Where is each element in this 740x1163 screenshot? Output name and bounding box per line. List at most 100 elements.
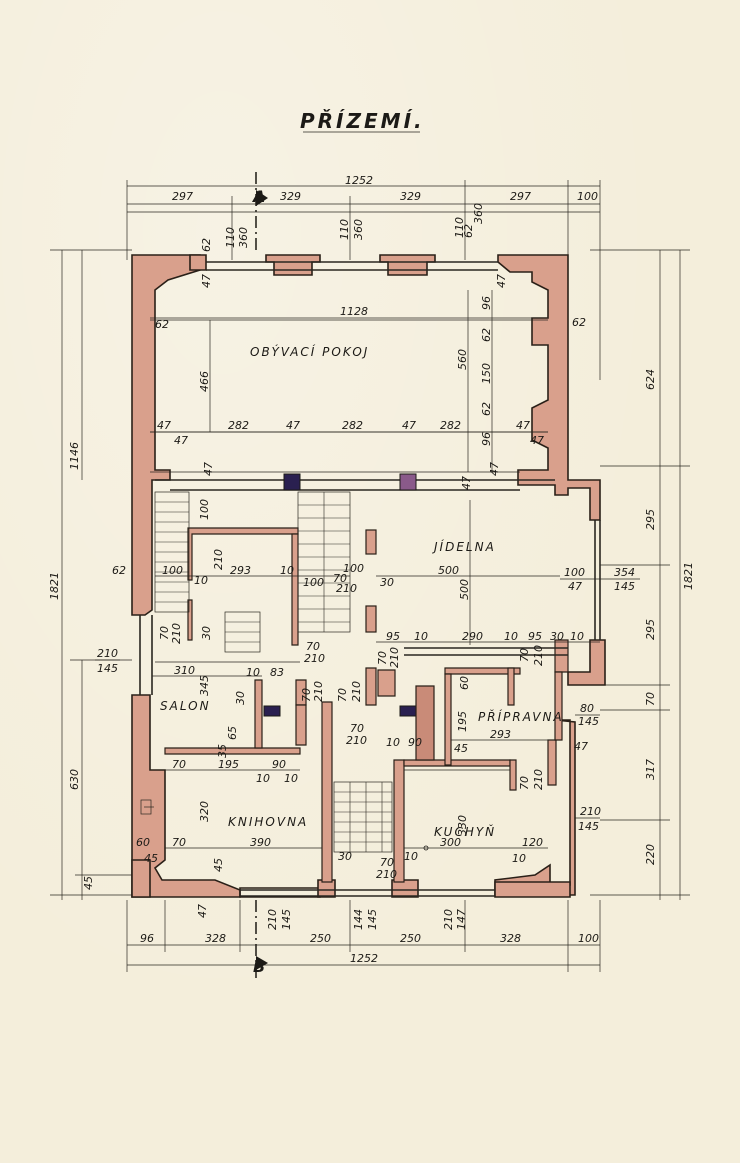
dim-hall-210: 210 [336,582,357,595]
room-label-dining: JÍDELNA [432,539,496,554]
dim-left-outer: 1821 [48,572,61,600]
staircase-basement [224,611,393,853]
dim-pantry-45: 45 [454,742,468,755]
bottom-dimensions: 96 328 250 250 328 100 1252 210 145 144 … [126,900,601,972]
dim-right-317: 317 [644,759,657,780]
dim-bay-1: 282 [228,419,249,432]
room-label-living: OBÝVACÍ POKOJ [250,344,369,359]
dim-bot-v210b: 210 [442,909,455,930]
section-label-a: A [251,187,265,206]
dim-bot-6: 100 [578,932,599,945]
dim-lib-h: 320 [198,801,211,822]
right-dimensions: 624 295 295 70 317 220 1821 100 47 354 1… [560,249,695,900]
dim-left-upper: 1146 [68,442,81,470]
dim-hall-100a: 100 [162,564,183,577]
dim-v70a: 70 [376,651,389,665]
dim-pantry-47: 47 [574,740,588,753]
dim-stack-150: 150 [480,363,493,384]
dim-r-145c: 145 [578,820,599,833]
dim-30a: 30 [550,630,564,643]
dim-bot-3: 250 [310,932,331,945]
section-mark-b: B [253,900,268,980]
dim-lib-60: 60 [136,836,150,849]
dim-dining-h: 500 [458,579,471,600]
dim-corner-tl: 62 [200,238,213,252]
dim-col-1: 47 [157,419,171,432]
dim-lib-195: 195 [218,758,239,771]
dim-bot-total: 1252 [350,952,378,965]
dim-cor-10b: 10 [404,850,418,863]
dim-cor-210: 210 [346,734,367,747]
section-mark-a: A [251,172,268,250]
dim-salon-65: 65 [226,726,239,740]
dim-bot-1: 96 [140,932,154,945]
dim-kitchen-w: 300 [440,836,461,849]
dim-hall-100b: 100 [303,576,324,589]
interior-dimensions: 1128 62 62 466 560 96 62 150 62 96 282 2… [136,274,600,881]
dim-top-v4: 360 [352,219,365,240]
section-label-b: B [253,957,265,976]
dim-left-145: 145 [97,662,118,675]
dim-hall-210c: 210 [304,652,325,665]
dim-pantry-v210: 210 [532,769,545,790]
dim-10c: 10 [570,630,584,643]
dim-hall-v210b: 210 [170,623,183,644]
dim-living-62l: 62 [155,318,169,331]
room-label-library: KNIHOVNA [228,815,308,829]
dim-stack-62b: 62 [480,402,493,416]
dim-r-210: 210 [580,805,601,818]
dim-right-70: 70 [644,692,657,706]
dim-right-220: 220 [644,844,657,865]
dim-lib-70a: 70 [172,758,186,771]
dim-cor-70b: 70 [380,856,394,869]
dim-hall-293: 293 [230,564,251,577]
dim-hall-70: 70 [333,572,347,585]
dim-left-62: 62 [112,564,126,577]
dim-cor-90: 90 [408,736,422,749]
dim-pantry-v70: 70 [518,776,531,790]
dim-10b: 10 [504,630,518,643]
dim-top-4: 297 [510,190,531,203]
dim-lib-w: 390 [250,836,271,849]
dim-kitchen-h: 330 [456,815,469,836]
dim-r-100: 100 [564,566,585,579]
dim-r-80: 80 [580,702,594,715]
dim-pantry-195: 195 [456,711,469,732]
dim-salon-35: 35 [216,744,229,758]
dim-col-br2: 47 [460,476,473,490]
dim-v210c: 210 [350,681,363,702]
dim-r-354: 354 [614,566,635,579]
dim-cor-30: 30 [338,850,352,863]
outer-walls [131,254,606,898]
dim-bot-2: 328 [205,932,226,945]
plan-title: PŘÍZEMÍ. [300,109,425,133]
dim-lib-10a: 10 [256,772,270,785]
dim-salon-50: 30 [234,691,247,705]
dim-col-1b: 47 [174,434,188,447]
dim-stack-96a: 96 [480,296,493,310]
dim-top-v6: 62 [462,224,475,238]
dim-bot-v47: 47 [196,904,209,918]
dim-v210a: 210 [388,647,401,668]
dim-lib-45: 45 [144,852,158,865]
dim-hall-v210: 210 [212,549,225,570]
misc-marks [140,661,510,851]
dim-95a: 95 [386,630,400,643]
dim-col-tl: 47 [200,274,213,288]
dim-stack-96b: 96 [480,432,493,446]
dim-hall-v70: 70 [158,626,171,640]
dim-salon-v210: 210 [312,681,325,702]
dim-v70b: 70 [518,648,531,662]
dim-salon-w: 310 [174,664,195,677]
dim-bay-3: 282 [440,419,461,432]
dim-col-3: 47 [402,419,416,432]
dim-cor-210b: 210 [376,868,397,881]
dim-salon-10: 10 [246,666,260,679]
dim-hall-100c: 100 [343,562,364,575]
dim-living-62r: 62 [572,316,586,329]
dim-stack-62a: 62 [480,328,493,342]
dim-r-47: 47 [568,580,582,593]
dim-top-v1: 110 [224,227,237,248]
